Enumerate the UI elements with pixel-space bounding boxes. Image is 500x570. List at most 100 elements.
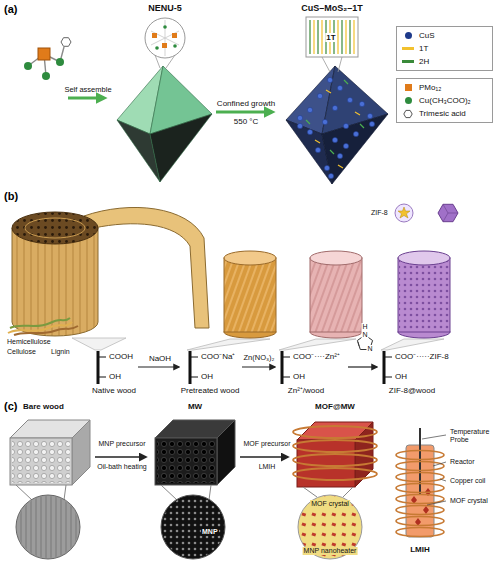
legend-entry: PMo₁₂ [401,81,488,94]
stage-label: Pretreated wood [180,386,241,395]
mof-mw-block [293,426,377,438]
mos2-layers [306,80,364,168]
zn-wood-tube [310,251,362,338]
process-arrow [95,457,288,458]
zif-wood-tube [398,258,450,332]
structure-name: CuS–MoS₂–1T [300,3,364,13]
zif8-particle [395,204,458,222]
legend-text: 2H [419,57,429,66]
chemical-group: OH [200,372,214,381]
wood-fibers [8,318,78,335]
cus-particles [297,77,374,178]
reaction-arrow [138,367,377,368]
lmih-reactor [396,428,444,537]
legend-entry: Trimesic acid [401,107,488,120]
setup-label: LMIH [409,545,431,554]
part-label: Copper coil [449,477,486,485]
wood-fibers [10,318,70,328]
legend-sample [401,31,415,41]
cus-particles [332,137,337,142]
legend-sample [401,83,415,93]
phase-inset [314,20,354,54]
phase-inset [322,57,342,72]
cus-particles [297,115,302,120]
legend-sample [401,44,415,54]
legend-dot [405,32,412,39]
composite-octahedron [322,114,388,184]
particle-label: ZIF-8 [370,209,389,217]
step-label: Self assemble [63,86,112,95]
legend-sample [401,57,415,67]
mw-block [217,420,235,485]
cus-particles [315,147,320,152]
process-arrow [240,456,288,458]
cus-particles [347,97,352,102]
zif-wood-tube [398,251,450,265]
bare-wood-block [10,438,72,485]
cus-particles [307,107,312,112]
zoom-funnel [187,339,270,350]
wood-log [12,207,209,336]
cus-particles [343,123,348,128]
composite-octahedron [286,120,332,184]
step-label: LMIH [258,463,277,471]
phase-inset [306,17,358,72]
zn-wood-tube [310,251,362,265]
stage-label: ZIF-8@wood [388,386,436,395]
stage-label: Bare wood [22,402,65,411]
mw-block [157,440,215,483]
mof-mw-block [293,440,377,452]
precursor-molecules [61,38,71,47]
zoom-funnel [279,339,356,350]
bare-wood-block [10,420,90,559]
step-label: Confined growth [216,99,276,108]
lmih-reactor [396,473,444,482]
cus-particles [337,85,342,90]
nenu5-inset [163,25,167,29]
cus-particles [307,129,312,134]
pretreated-wood-tube [224,258,276,332]
cus-particles [328,173,333,178]
precursor-molecules [38,48,50,60]
nenu5-inset [173,44,177,48]
zif8-particle [438,204,458,221]
bare-wood-block [16,495,80,559]
leader-line [422,435,446,439]
process-arrow [216,111,272,114]
wood-log [84,207,209,328]
lmih-reactor [396,484,444,493]
legend-sample [401,96,415,106]
legend-text: Cu(CH₃COO)₂ [419,96,471,105]
precursor-molecules [42,72,50,80]
legend-box: CuS1T2H [396,26,493,71]
imidazole-ring [358,342,359,346]
nenu5-inset [155,46,159,50]
precursor-molecules [24,38,71,80]
chemical-group: COOH [108,352,134,361]
nenu5-inset [172,33,177,38]
mof-mw-block [293,454,377,466]
precursor-molecules [24,62,32,70]
chemical-group: COO⁻·····ZIF-8 [394,352,450,361]
cus-particles [324,165,329,170]
phase-label: 1T [325,33,336,42]
legend-line [402,60,414,63]
chemical-group: OH [292,372,306,381]
zoom-funnel [381,339,444,350]
condition-label: 550 °C [233,117,260,126]
mof-mw-block [298,495,362,559]
cus-particles [359,101,364,106]
leader-line [422,435,446,505]
cus-particles [322,119,327,124]
cus-particles [367,113,372,118]
mw-block [155,420,235,559]
component-label: Lignin [50,348,71,356]
chemical-group: COO⁻····Zn²⁺ [292,352,341,361]
legend-text: Trimesic acid [419,109,466,118]
legend-entry: 2H [401,55,488,68]
reagent-label: NaOH [148,354,172,363]
component-label: Hemicellulose [6,338,52,346]
legend-line [402,47,414,50]
wood-fibers [8,322,72,333]
